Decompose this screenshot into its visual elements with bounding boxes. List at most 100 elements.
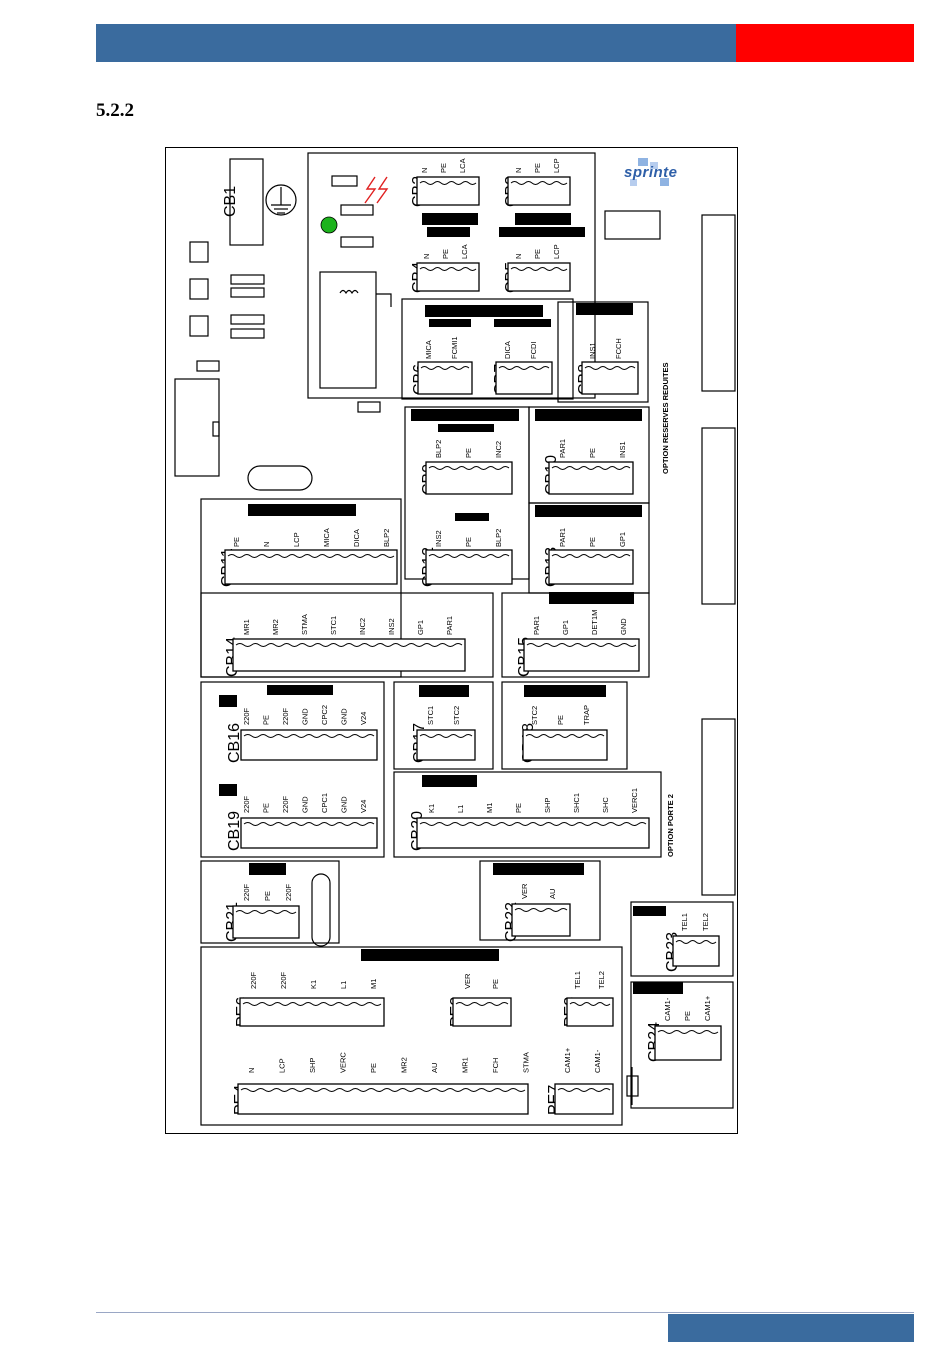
cb12-pin-label: INS2 <box>434 530 443 547</box>
cb20-pin-label: SHC1 <box>572 793 581 813</box>
cb16-pin-label: 220F <box>242 707 251 725</box>
cb5-pin-label: N <box>514 254 523 259</box>
cb11-pin-label: LCP <box>292 532 301 547</box>
cb20-pin-label: VERC1 <box>630 788 639 813</box>
cb4-pin-label: LCA <box>460 244 469 259</box>
cb13-pin-label: PE <box>588 537 597 547</box>
cb19-pin-label: GND <box>340 796 349 813</box>
cb3-pin-label: LCP <box>552 158 561 173</box>
cb21-pin-label: 220F <box>242 883 251 901</box>
label-bar <box>455 513 489 521</box>
power-led <box>320 216 338 234</box>
cb24-pin-label: CAM1- <box>663 997 672 1021</box>
cb16-pin-label: CPC2 <box>320 705 329 725</box>
ground-icon <box>265 184 297 216</box>
cb14-pin-label: INC2 <box>358 618 367 635</box>
cb16-pin-label: GND <box>301 708 310 725</box>
label-bar <box>248 504 356 516</box>
cb19-pin-label: CPC1 <box>320 793 329 813</box>
cb11-pin-label: PE <box>232 537 241 547</box>
cb16-pin-label: V24 <box>359 712 368 725</box>
transformer <box>319 271 377 389</box>
cb13-terminal-block <box>548 549 634 585</box>
diode <box>196 360 220 372</box>
cb19-terminal-edge <box>243 822 375 826</box>
cb11-pin-label: DICA <box>352 529 361 547</box>
cb11-terminal-edge <box>227 554 395 558</box>
circuit-section-frame <box>557 301 649 403</box>
cb7-terminal-edge <box>498 366 550 370</box>
cb10-terminal-block <box>548 461 634 495</box>
label-bar <box>499 227 585 237</box>
cb5-pin-label: PE <box>533 249 542 259</box>
relay <box>189 241 209 263</box>
pe6-pin-label: K1 <box>309 980 318 989</box>
label-bar <box>422 775 477 787</box>
cb20-pin-label: L1 <box>456 805 465 813</box>
cb7-pin-label: DICA <box>503 341 512 359</box>
cb4-terminal-block <box>416 262 480 292</box>
pe6-terminal-edge <box>242 1002 382 1006</box>
circuit-section-frame <box>630 901 734 977</box>
cb5-pin-label: LCP <box>552 244 561 259</box>
cb14-pin-label: STMA <box>300 614 309 635</box>
label-bar <box>524 685 606 697</box>
pe3-pin-label: TEL1 <box>573 971 582 989</box>
cb9-terminal-edge <box>428 466 510 470</box>
cb14-pin-label: GP1 <box>416 620 425 635</box>
label-bar <box>427 227 470 237</box>
cb11-terminal-block <box>224 549 398 585</box>
cb19-pin-label: 220F <box>242 795 251 813</box>
pe4-terminal-block <box>237 1083 529 1115</box>
label-bar <box>633 906 666 916</box>
cb15-pin-label: PAR1 <box>532 616 541 635</box>
cb13-terminal-edge <box>551 554 631 558</box>
relay <box>189 278 209 300</box>
cb6-terminal-edge <box>420 366 470 370</box>
cb21-terminal-block <box>232 905 300 939</box>
large-component <box>174 378 220 477</box>
cb12-pin-label: BLP2 <box>494 529 503 547</box>
cb20-pin-label: SHP <box>543 798 552 813</box>
cb10-terminal-edge <box>551 466 631 470</box>
label-bar <box>219 784 237 796</box>
cb17-terminal-edge <box>419 734 473 738</box>
cb10-pin-label: PE <box>588 448 597 458</box>
cb5-terminal-block <box>507 262 571 292</box>
label-bar <box>411 409 519 421</box>
cb2-pin-label: PE <box>439 163 448 173</box>
relay <box>189 315 209 337</box>
fuse <box>340 236 374 248</box>
power-section-frame <box>307 152 596 399</box>
label-bar <box>438 424 494 432</box>
footer-line <box>96 1312 914 1313</box>
cb21-pin-label: PE <box>263 891 272 901</box>
cb9-pin-label: PE <box>464 448 473 458</box>
circuit-section-frame <box>393 681 494 770</box>
cb17-pin-label: STC1 <box>426 706 435 725</box>
cb2-pin-label: N <box>420 168 429 173</box>
cb14-pin-label: MR1 <box>242 619 251 635</box>
module-slot <box>604 210 661 240</box>
cb2-terminal-block <box>416 176 480 206</box>
circuit-section-frame <box>501 681 628 770</box>
cb14-pin-label: STC1 <box>329 616 338 635</box>
cb17-pin-label: STC2 <box>452 706 461 725</box>
cb13-pin-label: GP1 <box>618 532 627 547</box>
cb21-pin-label: 220F <box>284 883 293 901</box>
resistor <box>230 274 265 285</box>
cb15-pin-label: GND <box>619 618 628 635</box>
pe6-pin-label: L1 <box>339 981 348 989</box>
resistor <box>230 314 265 325</box>
footer-bar <box>668 1314 914 1342</box>
pe4-pin-label: VERC <box>339 1052 348 1073</box>
edge-connector-bottom <box>701 718 736 896</box>
pe7-pin-label: CAM1- <box>593 1049 602 1073</box>
cb18-terminal-edge <box>525 734 605 738</box>
cb18-pin-label: TRAP <box>582 705 591 725</box>
pe4-pin-label: LCP <box>278 1058 287 1073</box>
cb16-terminal-edge <box>243 734 375 738</box>
diode <box>357 401 381 413</box>
cb22-pin-label: AU <box>548 889 557 899</box>
circuit-section-frame <box>401 298 574 400</box>
